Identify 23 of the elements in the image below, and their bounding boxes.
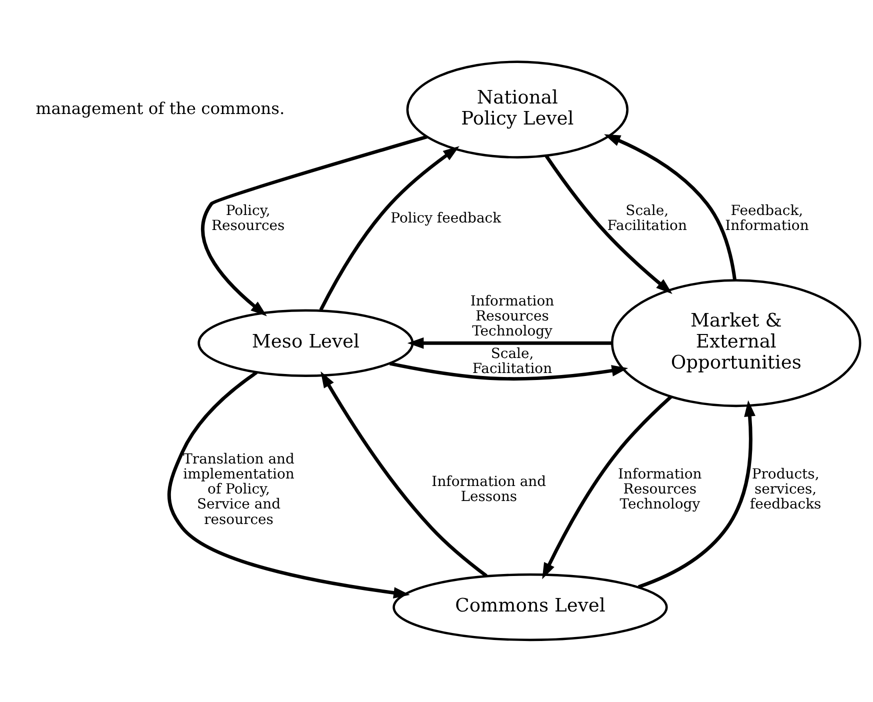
edge-label: Policy feedback bbox=[390, 210, 501, 227]
label: management of the commons. bbox=[35, 98, 284, 118]
arrow bbox=[167, 371, 410, 598]
edge-label: Policy, Resources bbox=[210, 202, 284, 234]
edge-label: Information and Lessons bbox=[431, 474, 546, 506]
edge-label: Translation and implementation of Policy, Service and resources bbox=[182, 451, 294, 528]
arrow bbox=[604, 134, 736, 281]
arrow bbox=[544, 154, 672, 294]
edge-label: Products, services, feedbacks bbox=[749, 466, 821, 513]
node-ellipse: Meso Level bbox=[197, 309, 414, 377]
edge-label: Information Resources Technology bbox=[618, 466, 702, 513]
arrow bbox=[200, 135, 427, 316]
arrow bbox=[637, 400, 755, 589]
arrow bbox=[542, 395, 672, 580]
edge-label: Information Resources Technology bbox=[470, 293, 554, 340]
edge-label: Scale, Facilitation bbox=[606, 202, 686, 234]
edge-label: Feedback, Information bbox=[724, 202, 808, 234]
arrow bbox=[320, 371, 487, 578]
arrow bbox=[318, 146, 459, 311]
edge-label: Scale, Facilitation bbox=[472, 346, 552, 377]
arrow bbox=[389, 362, 628, 381]
node-ellipse: National Policy Level bbox=[406, 60, 628, 158]
arrow bbox=[406, 337, 612, 349]
